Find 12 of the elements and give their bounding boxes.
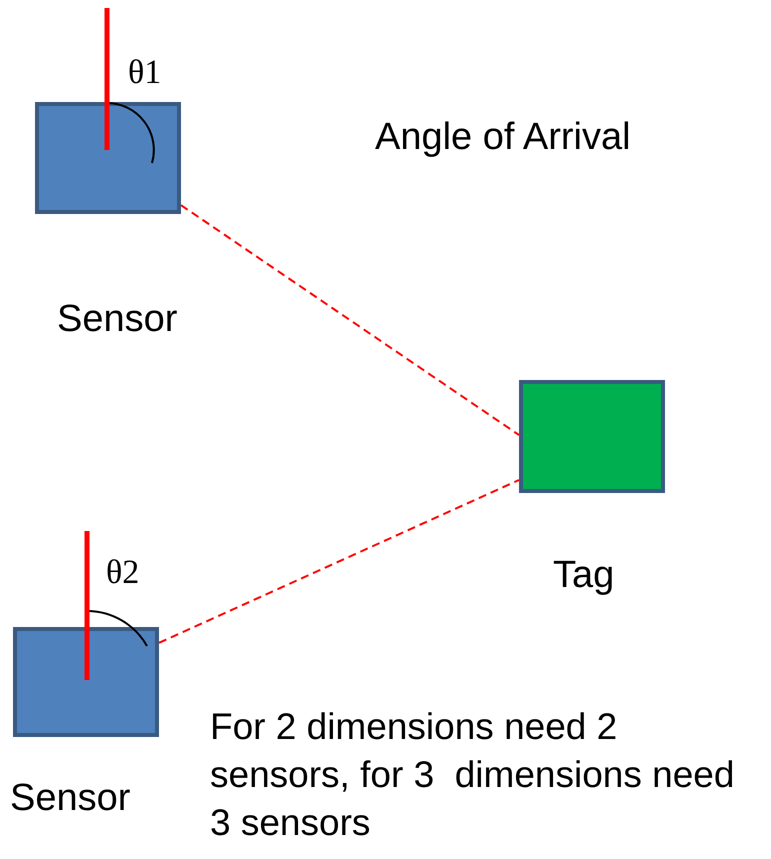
sensor-box xyxy=(13,627,159,737)
sensor-box xyxy=(35,102,181,214)
note-text: For 2 dimensions need 2 sensors, for 3 dimensions need 3 sensors xyxy=(210,705,736,845)
tag-label: Tag xyxy=(553,553,614,598)
angle-label: θ1 xyxy=(128,53,162,93)
tag-box xyxy=(519,380,665,493)
sensor-label: Sensor xyxy=(57,297,178,342)
sensor-label: Sensor xyxy=(10,776,130,821)
dashed-line xyxy=(158,479,520,644)
diagram-title: Angle of Arrival xyxy=(375,115,631,160)
dashed-line xyxy=(180,204,520,436)
angle-label: θ2 xyxy=(106,553,140,593)
